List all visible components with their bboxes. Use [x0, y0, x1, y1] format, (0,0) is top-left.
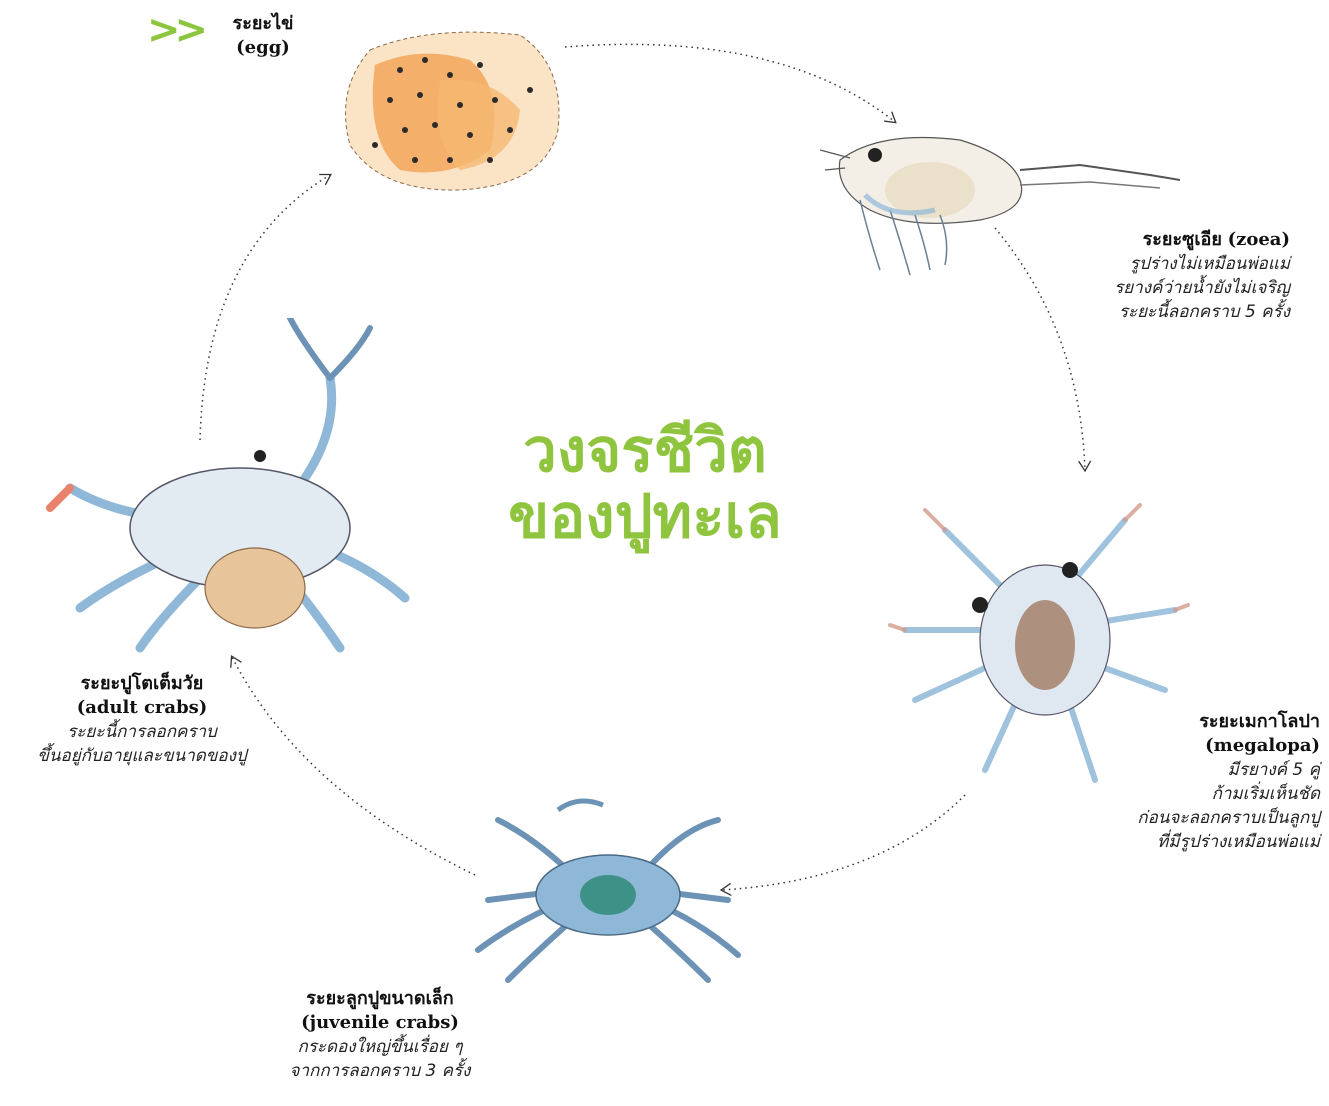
zoea-desc-2: รยางค์ว่ายน้ำยังไม่เจริญ [1020, 276, 1290, 300]
egg-name-en: (egg) [218, 36, 308, 60]
megalopa-desc-1: มีรยางค์ 5 คู่ [1060, 758, 1320, 782]
egg-stage-label: ระยะไข่ (egg) [218, 12, 308, 60]
juvenile-stage-label: ระยะลูกปูขนาดเล็ก (juvenile crabs) กระดอ… [240, 987, 520, 1083]
megalopa-desc-4: ที่มีรูปร่างเหมือนพ่อแม่ [1060, 830, 1320, 854]
megalopa-name-en: (megalopa) [1060, 734, 1320, 758]
bullet-marker: >> [147, 10, 202, 50]
zoea-name-en: (zoea) [1228, 229, 1290, 250]
egg-cluster-illustration [330, 20, 570, 195]
megalopa-desc-3: ก่อนจะลอกคราบเป็นลูกปู [1060, 806, 1320, 830]
title-line-2: ของปูทะเล [480, 484, 810, 550]
juvenile-name-en: (juvenile crabs) [240, 1011, 520, 1035]
zoea-desc-3: ระยะนี้ลอกคราบ 5 ครั้ง [1020, 300, 1290, 324]
zoea-desc-1: รูปร่างไม่เหมือนพ่อแม่ [1020, 252, 1290, 276]
zoea-stage-label: ระยะซูเอีย (zoea) รูปร่างไม่เหมือนพ่อแม่… [1020, 228, 1290, 324]
megalopa-stage-label: ระยะเมกาโลปา (megalopa) มีรยางค์ 5 คู่ ก… [1060, 710, 1320, 854]
title-line-1: วงจรชีวิต [480, 418, 810, 484]
juvenile-desc-1: กระดองใหญ่ขึ้นเรื่อย ๆ [240, 1035, 520, 1059]
megalopa-name-th: ระยะเมกาโลปา [1060, 710, 1320, 734]
adult-crab-illustration [40, 318, 415, 653]
adult-desc-2: ขึ้นอยู่กับอายุและขนาดของปู [2, 744, 282, 768]
adult-name-th: ระยะปูโตเต็มวัย [2, 672, 282, 696]
zoea-name-th: ระยะซูเอีย [1143, 229, 1222, 250]
egg-name-th: ระยะไข่ [218, 12, 308, 36]
juvenile-name-th: ระยะลูกปูขนาดเล็ก [240, 987, 520, 1011]
adult-stage-label: ระยะปูโตเต็มวัย (adult crabs) ระยะนี้การ… [2, 672, 282, 768]
arrow-megalopa-to-juvenile [722, 795, 965, 890]
arrow-egg-to-zoea [565, 44, 895, 122]
adult-desc-1: ระยะนี้การลอกคราบ [2, 720, 282, 744]
adult-name-en: (adult crabs) [2, 696, 282, 720]
juvenile-crab-illustration [458, 790, 758, 990]
megalopa-desc-2: ก้ามเริ่มเห็นชัด [1060, 782, 1320, 806]
juvenile-desc-2: จากการลอกคราบ 3 ครั้ง [240, 1059, 520, 1083]
diagram-title: วงจรชีวิต ของปูทะเล [480, 418, 810, 550]
